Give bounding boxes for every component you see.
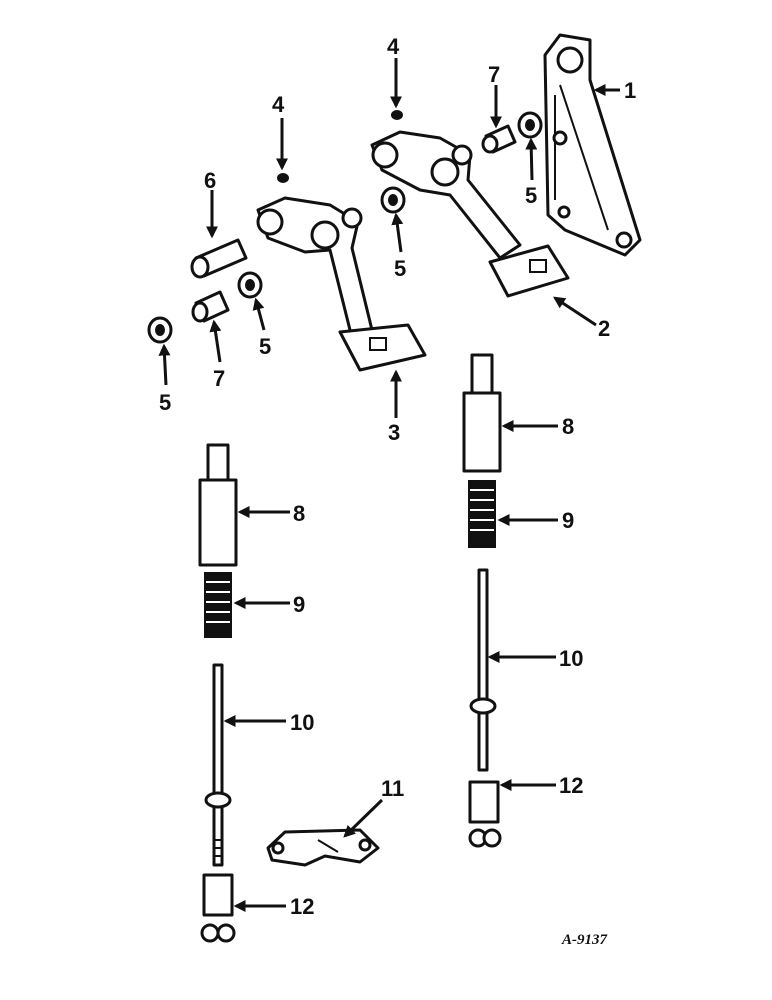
callout-2: 2 (598, 316, 610, 341)
callout-labels: 1 2 3 4 4 5 5 5 5 6 7 7 8 8 9 9 10 10 11… (159, 34, 636, 919)
callout-8-left: 8 (293, 501, 305, 526)
callout-12-right: 12 (559, 773, 583, 798)
tube-part (190, 238, 248, 279)
right-rod-assembly (462, 353, 502, 848)
callout-10-right: 10 (559, 646, 583, 671)
callout-5-center: 5 (394, 256, 406, 281)
callout-4-left: 4 (272, 92, 285, 117)
leader-lines (158, 58, 620, 912)
callout-12-left: 12 (290, 894, 314, 919)
callout-1: 1 (624, 78, 636, 103)
bushing-part (191, 124, 517, 323)
callout-6: 6 (204, 168, 216, 193)
callout-10-left: 10 (290, 710, 314, 735)
right-pedal-part (370, 130, 570, 298)
callout-9-right: 9 (562, 508, 574, 533)
washer-part (147, 111, 543, 344)
left-pedal-part (256, 196, 427, 372)
callout-7-right: 7 (488, 62, 500, 87)
callout-5-far-left: 5 (159, 390, 171, 415)
callout-8-right: 8 (562, 414, 574, 439)
link-part (266, 828, 380, 867)
callout-5-left: 5 (259, 334, 271, 359)
callout-7-left: 7 (213, 366, 225, 391)
callout-3: 3 (388, 420, 400, 445)
callout-5-right: 5 (525, 183, 537, 208)
reference-code: A-9137 (561, 932, 608, 948)
bolt-part (277, 110, 403, 183)
left-rod-assembly (198, 443, 238, 943)
bracket-part (543, 33, 642, 257)
callout-11: 11 (381, 776, 404, 801)
callout-9-left: 9 (293, 592, 305, 617)
callout-4-right: 4 (387, 34, 400, 59)
